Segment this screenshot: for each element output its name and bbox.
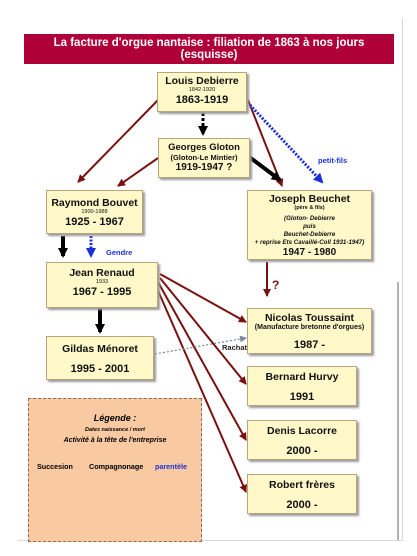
link-gloton-bouvet	[117, 157, 159, 187]
label-question-mark: ?	[272, 278, 280, 292]
node-robert-freres: Robert frères 2000 -	[247, 474, 357, 514]
link-renaud-toussaint	[159, 273, 247, 323]
legend-box: Légende : Dates naissance / mort Activit…	[28, 398, 202, 542]
node-louis-debierre: Louis Debierre 1842-1920 1863-1919	[157, 72, 247, 112]
legend-compagnonage-label: Compagnonage	[89, 462, 144, 471]
legend-succession-label: Succesion	[37, 462, 73, 471]
link-gloton-beuchet	[246, 154, 282, 182]
link-menoret-toussaint-rachat	[154, 335, 247, 355]
link-debierre-beuchet-petitfils	[248, 103, 324, 184]
node-jean-renaud: Jean Renaud 1933 1967 - 1995	[46, 262, 158, 308]
node-denis-lacorre: Denis Lacorre 2000 -	[247, 420, 357, 460]
node-nicolas-toussaint: Nicolas Toussaint (Manufacture bretonne …	[247, 308, 372, 354]
link-debierre-bouvet	[77, 99, 159, 183]
legend-title: Légende :	[93, 413, 137, 423]
node-raymond-bouvet: Raymond Bouvet 1900-1988 1925 - 1967	[46, 190, 143, 234]
node-joseph-beuchet: Joseph Beuchet (père & fils) (Gloton- De…	[247, 190, 372, 260]
node-georges-gloton: Georges Gloton (Gloton-Le Mintier) 1919-…	[158, 138, 250, 178]
link-renaud-lacorre	[157, 281, 247, 441]
legend-line-activity: Activité à la tête de l'entreprise	[63, 437, 167, 444]
link-renaud-robert	[155, 285, 247, 493]
node-gildas-menoret: Gildas Ménoret 1995 - 2001	[46, 336, 154, 380]
label-rachat: Rachat	[222, 343, 248, 352]
label-gendre: Gendre	[106, 248, 133, 257]
diagram-title: La facture d'orgue nantaise : filiation …	[24, 34, 394, 64]
label-petit-fils: petit-fils	[318, 156, 348, 165]
node-bernard-hurvy: Bernard Hurvy 1991	[247, 366, 357, 406]
legend-parentele-label: parentèle	[155, 462, 187, 471]
link-debierre-beuchet	[247, 99, 284, 187]
legend-line-dates: Dates naissance / mort	[85, 427, 145, 433]
link-renaud-hurvy	[159, 277, 247, 385]
